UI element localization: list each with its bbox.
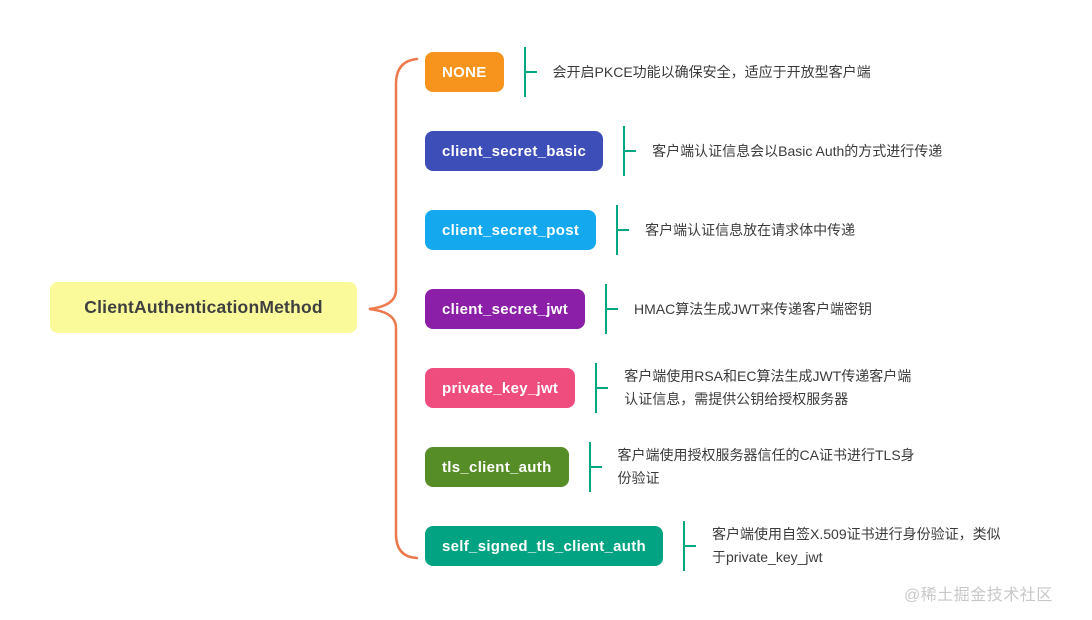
branch-description: 客户端使用授权服务器信任的CA证书进行TLS身份验证 (617, 447, 915, 486)
node-client-secret-jwt[interactable]: client_secret_jwt (425, 289, 585, 329)
root-node[interactable]: ClientAuthenticationMethod (50, 282, 357, 333)
branch-description: 会开启PKCE功能以确保安全，适应于开放型客户端 (552, 63, 871, 80)
connector-tick (623, 150, 637, 152)
connector-tick (523, 71, 537, 73)
branch-tick-connector (605, 284, 618, 334)
node-private-key-jwt[interactable]: private_key_jwt (425, 368, 576, 408)
node-client-secret-post[interactable]: client_secret_post (425, 210, 597, 250)
node-client-secret-basic[interactable]: client_secret_basic (425, 131, 604, 171)
node-self-signed-tls-client-auth[interactable]: self_signed_tls_client_auth (425, 526, 664, 566)
branch-none: NONE 会开启PKCE功能以确保安全，适应于开放型客户端 (425, 47, 871, 97)
branch-description: 客户端使用RSA和EC算法生成JWT传递客户端认证信息，需提供公钥给授权服务器 (624, 368, 912, 407)
branch-tick-connector (623, 126, 637, 176)
branch-description: HMAC算法生成JWT来传递客户端密钥 (634, 300, 872, 317)
connector-tick (588, 466, 602, 468)
branch-tick-connector (616, 205, 630, 255)
branch-tls-client-auth: tls_client_auth 客户端使用授权服务器信任的CA证书进行TLS身份… (425, 442, 922, 492)
connector-tick (683, 545, 697, 547)
branch-client-secret-jwt: client_secret_jwt HMAC算法生成JWT来传递客户端密钥 (425, 284, 872, 334)
brace-path (368, 57, 419, 560)
branch-description: 客户端认证信息放在请求体中传递 (645, 221, 856, 238)
branch-client-secret-post: client_secret_post 客户端认证信息放在请求体中传递 (425, 205, 856, 255)
watermark: @稀土掘金技术社区 (904, 587, 1053, 604)
branch-description: 客户端使用自签X.509证书进行身份验证，类似于private_key_jwt (712, 526, 1001, 565)
branch-private-key-jwt: private_key_jwt 客户端使用RSA和EC算法生成JWT传递客户端认… (425, 363, 916, 413)
connector-tick (605, 308, 618, 310)
node-tls-client-auth[interactable]: tls_client_auth (425, 447, 569, 487)
branch-tick-connector (683, 521, 697, 571)
branch-tick-connector (523, 47, 537, 97)
node-none[interactable]: NONE (425, 52, 504, 92)
branch-description: 客户端认证信息会以Basic Auth的方式进行传递 (652, 142, 943, 159)
branch-tick-connector (588, 442, 602, 492)
branch-client-secret-basic: client_secret_basic 客户端认证信息会以Basic Auth的… (425, 126, 943, 176)
branch-self-signed-tls-client-auth: self_signed_tls_client_auth 客户端使用自签X.509… (425, 521, 1014, 571)
connector-tick (616, 229, 630, 231)
connector-tick (595, 387, 609, 389)
branch-tick-connector (595, 363, 609, 413)
